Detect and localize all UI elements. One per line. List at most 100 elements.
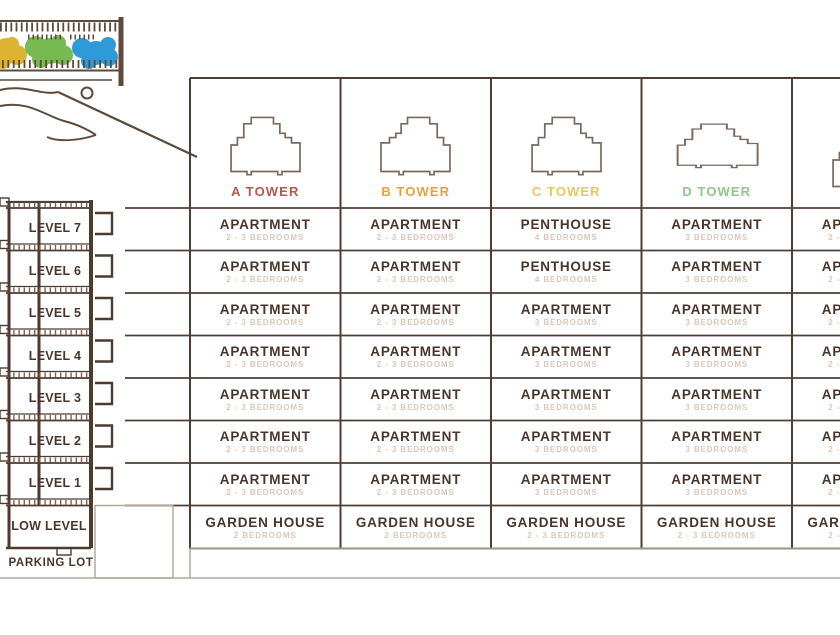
unit-bedrooms: 2 - 3 BEDROOMS <box>226 402 305 412</box>
level-connector-bracket <box>95 466 114 491</box>
tower-header-4: D TOWER <box>642 78 793 208</box>
unit-type: APARTMENT <box>671 471 763 487</box>
unit-type: APARTMENT <box>520 471 612 487</box>
unit-type: GARDEN HOUSE <box>506 514 627 530</box>
unit-bedrooms: 4 BEDROOMS <box>534 232 598 242</box>
unit-type: APARTMENT <box>370 216 462 232</box>
level-label-3: LEVEL 5 <box>28 306 82 320</box>
site-plan-illustration <box>0 17 198 158</box>
unit-bedrooms: 3 BEDROOMS <box>685 232 749 242</box>
tower-footprint-outline-icon <box>379 116 451 176</box>
unit-bedrooms: 2 - 3 BEDROOMS <box>376 402 455 412</box>
unit-type: APARTMENT <box>370 301 462 317</box>
unit-type: APARTMENT <box>370 386 462 402</box>
unit-type: PENTHOUSE <box>520 216 612 232</box>
level-connector-bracket <box>95 424 114 448</box>
unit-bedrooms: 2 - 3 BEDROOMS <box>828 275 840 285</box>
unit-type: APARTMENT <box>370 344 462 360</box>
level-label-7: LEVEL 1 <box>28 476 82 490</box>
level-connector-bracket <box>95 339 114 363</box>
unit-bedrooms: 3 BEDROOMS <box>685 275 749 285</box>
tree-cluster-green <box>25 35 73 68</box>
unit-type: APARTMENT <box>520 344 612 360</box>
unit-type: APARTMENT <box>520 301 612 317</box>
tower-label: D TOWER <box>682 184 752 199</box>
unit-bedrooms: 3 BEDROOMS <box>534 402 598 412</box>
unit-bedrooms: 2 - 3 BEDROOMS <box>376 445 455 455</box>
grid-lines <box>125 77 840 549</box>
level-connector-bracket <box>95 296 114 321</box>
unit-type: APARTMENT <box>671 344 763 360</box>
unit-bedrooms: 2 - 3 BEDROOMS <box>376 317 455 327</box>
level-label-1: LEVEL 7 <box>28 221 82 235</box>
unit-bedrooms: 2 - 3 BEDROOMS <box>226 487 305 497</box>
unit-bedrooms: 4 BEDROOMS <box>534 275 598 285</box>
unit-bedrooms: 2 - 3 BEDROOMS <box>226 232 305 242</box>
unit-bedrooms: 2 - 3 BEDROOMS <box>677 530 756 540</box>
level-label-8: LOW LEVEL <box>11 518 87 533</box>
unit-type: APARTMENT <box>821 344 840 360</box>
tree-cluster-blue <box>72 37 118 69</box>
unit-bedrooms: 2 - 3 BEDROOMS <box>828 487 840 497</box>
tower-footprint-outline-icon <box>676 123 759 169</box>
unit-bedrooms: 2 - 3 BEDROOMS <box>376 232 455 242</box>
unit-type: APARTMENT <box>821 471 840 487</box>
unit-bedrooms: 2 - 3 BEDROOMS <box>828 232 840 242</box>
level-connector-bracket <box>95 254 114 278</box>
parking-level-outline <box>0 504 840 579</box>
tower-footprint-outline-icon <box>230 116 302 176</box>
unit-type: APARTMENT <box>370 429 462 445</box>
unit-bedrooms: 3 BEDROOMS <box>534 360 598 370</box>
tower-header-5 <box>792 78 840 208</box>
unit-type: APARTMENT <box>671 259 763 275</box>
unit-bedrooms: 2 BEDROOMS <box>233 530 297 540</box>
unit-bedrooms: 3 BEDROOMS <box>534 445 598 455</box>
unit-bedrooms: 2 - 3 BEDROOMS <box>226 445 305 455</box>
unit-type: GARDEN HOUSE <box>205 514 326 530</box>
unit-type: GARDEN HOUSE <box>807 514 840 530</box>
tower-label: A TOWER <box>231 184 300 199</box>
unit-type: APARTMENT <box>219 259 311 275</box>
unit-type: APARTMENT <box>671 386 763 402</box>
tower-header-2: B TOWER <box>341 78 492 208</box>
unit-type: PENTHOUSE <box>520 259 612 275</box>
unit-bedrooms: 2 - 3 BEDROOMS <box>226 360 305 370</box>
unit-type: APARTMENT <box>219 386 311 402</box>
unit-type: APARTMENT <box>219 429 311 445</box>
level-label-2: LEVEL 6 <box>28 263 82 278</box>
unit-bedrooms: 2 - 3 BEDROOMS <box>828 360 840 370</box>
unit-type: APARTMENT <box>219 471 311 487</box>
tower-header-3: C TOWER <box>491 78 642 208</box>
unit-type: GARDEN HOUSE <box>656 514 777 530</box>
tower-label: B TOWER <box>381 184 451 199</box>
unit-type: APARTMENT <box>219 301 311 317</box>
